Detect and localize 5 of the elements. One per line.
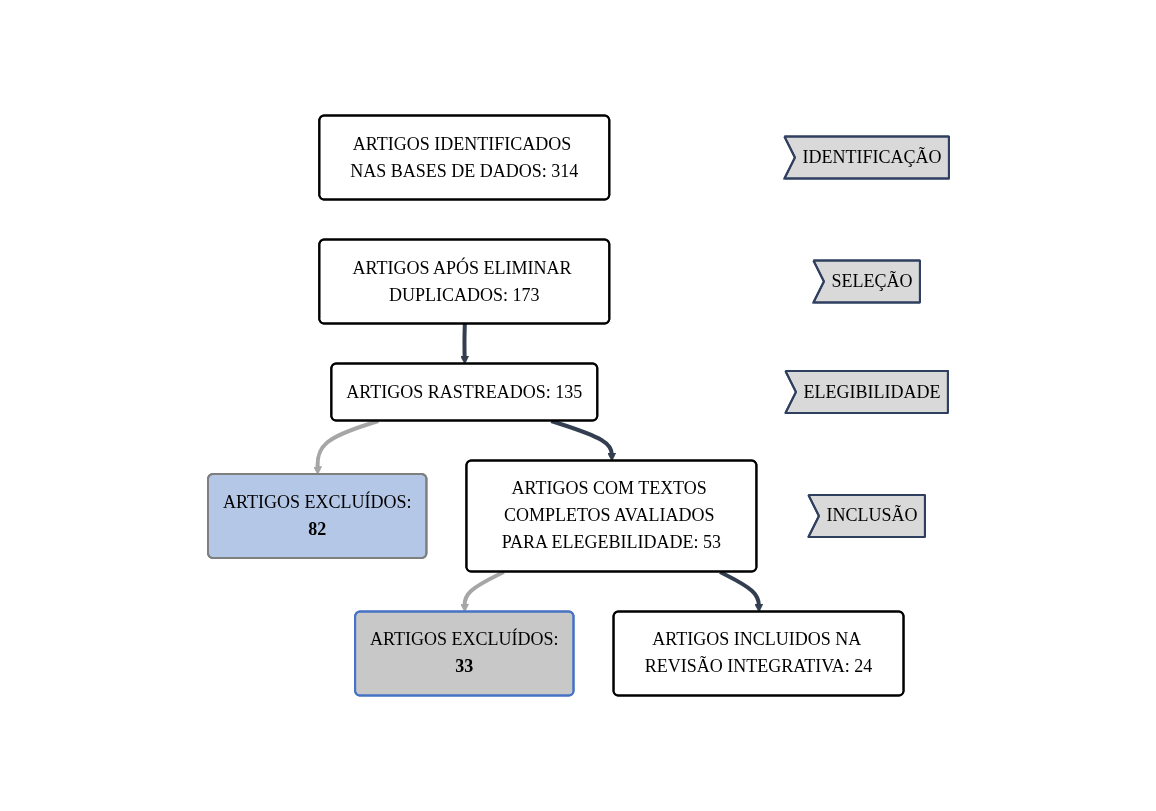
arrow [459, 570, 505, 613]
arrow [718, 570, 763, 613]
arrow [550, 419, 616, 462]
arrow [459, 323, 469, 365]
arrow [312, 419, 379, 475]
